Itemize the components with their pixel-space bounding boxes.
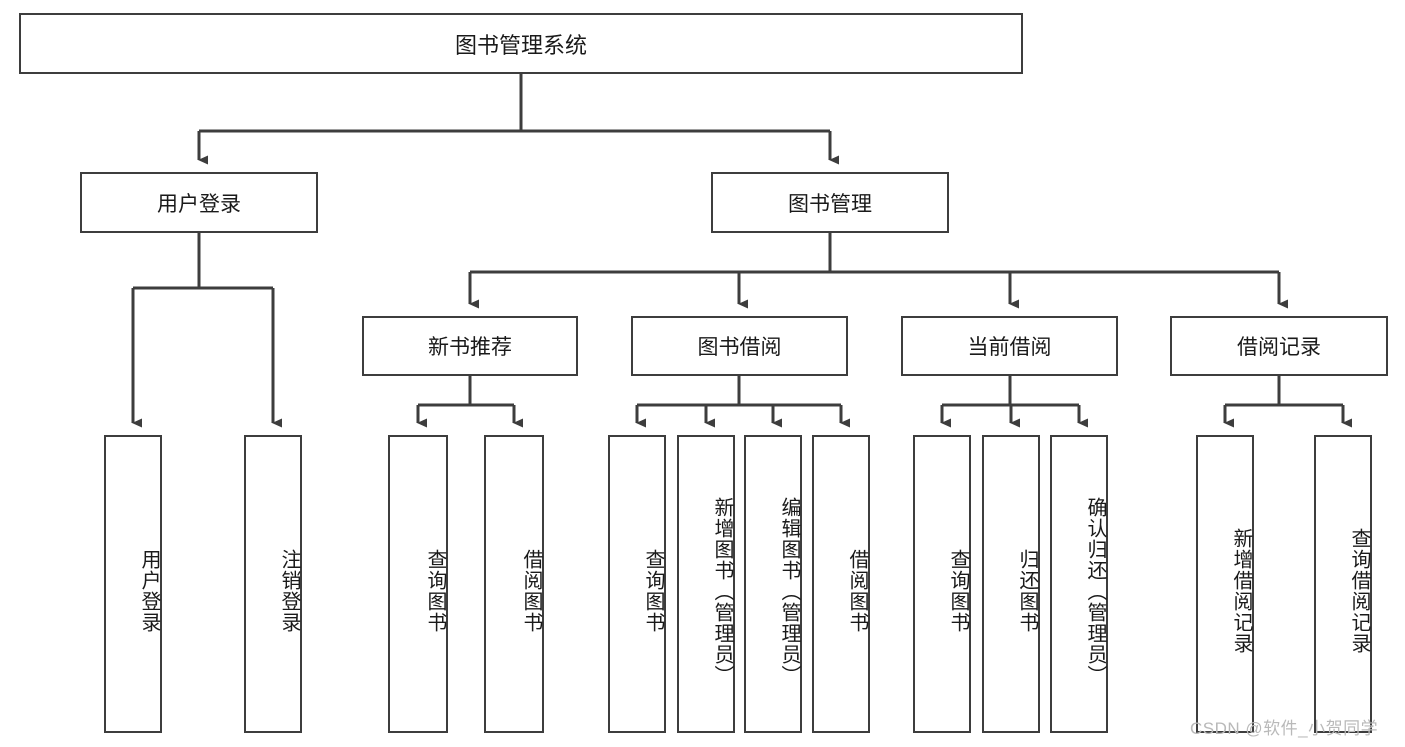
node-leaf-user-login[interactable]: 用户登录: [104, 435, 162, 733]
node-leaf-query-book-1[interactable]: 查询图书: [388, 435, 448, 733]
node-root-system-label: 图书管理系统: [454, 32, 587, 58]
node-leaf-add-book-admin[interactable]: 新增图书（管理员）: [677, 435, 735, 733]
node-leaf-user-login-label: 用户登录: [138, 549, 160, 633]
node-book-management[interactable]: 图书管理: [711, 172, 949, 233]
node-leaf-query-book-1-label: 查询图书: [424, 549, 446, 633]
node-leaf-confirm-return-admin[interactable]: 确认归还（管理员）: [1050, 435, 1108, 733]
node-leaf-return-book[interactable]: 归还图书: [982, 435, 1040, 733]
node-leaf-add-borrow-record[interactable]: 新增借阅记录: [1196, 435, 1254, 733]
node-leaf-borrow-book-2[interactable]: 借阅图书: [812, 435, 870, 733]
node-user-login-label: 用户登录: [157, 192, 241, 216]
node-leaf-edit-book-admin-label: 编辑图书（管理员）: [778, 496, 800, 686]
node-leaf-query-book-3-label: 查询图书: [947, 549, 969, 633]
node-borrow-record-label: 借阅记录: [1237, 336, 1321, 359]
node-leaf-borrow-book-2-label: 借阅图书: [846, 549, 868, 633]
node-leaf-query-book-2-label: 查询图书: [642, 549, 664, 633]
node-book-borrow-label: 图书借阅: [697, 336, 782, 359]
node-leaf-edit-book-admin[interactable]: 编辑图书（管理员）: [744, 435, 802, 733]
node-book-borrow[interactable]: 图书借阅: [631, 316, 848, 376]
node-leaf-query-borrow-record[interactable]: 查询借阅记录: [1314, 435, 1372, 733]
node-leaf-return-book-label: 归还图书: [1016, 549, 1038, 633]
node-new-book-recommend-label: 新书推荐: [428, 336, 512, 359]
node-leaf-confirm-return-admin-label: 确认归还（管理员）: [1084, 496, 1106, 686]
csdn-watermark: CSDN @软件_小贺同学: [1190, 719, 1379, 738]
node-leaf-logout-login-label: 注销登录: [278, 549, 300, 633]
node-leaf-add-borrow-record-label: 新增借阅记录: [1230, 528, 1252, 654]
node-new-book-recommend[interactable]: 新书推荐: [362, 316, 578, 376]
node-leaf-add-book-admin-label: 新增图书（管理员）: [711, 496, 733, 686]
node-leaf-borrow-book-1-label: 借阅图书: [520, 549, 542, 633]
node-borrow-record[interactable]: 借阅记录: [1170, 316, 1388, 376]
node-leaf-borrow-book-1[interactable]: 借阅图书: [484, 435, 544, 733]
node-root-system[interactable]: 图书管理系统: [19, 13, 1023, 74]
node-current-borrow-label: 当前借阅: [967, 336, 1052, 359]
node-leaf-query-book-3[interactable]: 查询图书: [913, 435, 971, 733]
node-book-management-label: 图书管理: [788, 192, 872, 216]
node-leaf-logout-login[interactable]: 注销登录: [244, 435, 302, 733]
node-user-login[interactable]: 用户登录: [80, 172, 318, 233]
node-current-borrow[interactable]: 当前借阅: [901, 316, 1118, 376]
node-leaf-query-book-2[interactable]: 查询图书: [608, 435, 666, 733]
node-leaf-query-borrow-record-label: 查询借阅记录: [1348, 528, 1370, 654]
